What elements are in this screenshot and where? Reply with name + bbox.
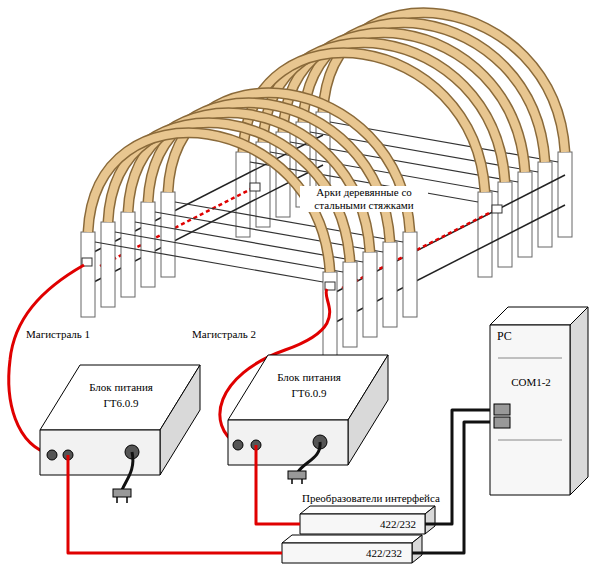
interface-converter — [300, 506, 435, 534]
power-block — [40, 365, 200, 503]
arch-leg — [343, 262, 357, 347]
pc-front — [490, 325, 570, 495]
box-label: 422/232 — [330, 517, 416, 531]
box-label: PC — [497, 329, 537, 343]
arch-leg — [518, 172, 532, 257]
box-label: ГТ6.0.9 — [80, 396, 162, 410]
arch-leg — [478, 192, 492, 277]
converter-side — [412, 535, 422, 563]
pc-box: PC COM1-2 — [490, 325, 570, 495]
sensor-box — [492, 205, 502, 213]
arch-leg — [141, 202, 155, 287]
arch-leg — [538, 162, 552, 247]
front-arches — [81, 93, 417, 357]
steel-tie — [95, 242, 323, 282]
block-front — [228, 420, 348, 465]
line-label: Магистраль 2 — [190, 328, 258, 341]
arch-leg — [161, 192, 175, 277]
box-label: 422/232 — [312, 546, 402, 560]
arch-leg — [498, 182, 512, 267]
block-side — [160, 365, 200, 475]
cable-connector — [412, 422, 490, 553]
box-label: Блок питания — [268, 370, 350, 384]
connector-socket — [233, 440, 243, 450]
arch-leg — [363, 252, 377, 337]
com-port — [494, 417, 510, 428]
block-side — [348, 355, 388, 465]
power-plug — [113, 489, 131, 497]
pc-side — [570, 307, 588, 495]
power-block: Блок питанияГТ6.0.9 — [40, 365, 200, 475]
part-label: Арки деревянные со стальными стяжками — [300, 186, 428, 212]
interface-converter — [282, 535, 422, 563]
block-front — [40, 430, 160, 475]
line-label: Магистраль 1 — [24, 328, 92, 341]
sensor-box — [250, 183, 260, 191]
interface-converter: 422/232 — [300, 514, 425, 534]
power-plug — [288, 471, 306, 479]
converter-front — [282, 543, 412, 563]
box-label: Блок питания — [80, 380, 162, 394]
plug-pin — [291, 479, 293, 484]
cable-connector — [68, 475, 282, 553]
box-label: ГТ6.0.9 — [268, 386, 350, 400]
converter-front — [300, 514, 425, 534]
power-cable — [298, 442, 320, 472]
cable-connector — [425, 410, 490, 524]
arch-leg — [81, 232, 95, 317]
power-block: Блок питанияГТ6.0.9 — [228, 355, 388, 465]
connector-socket — [47, 450, 57, 460]
power-cable — [122, 452, 133, 490]
wire-stub — [67, 455, 70, 475]
arch-outline — [88, 133, 330, 272]
pc-tower — [490, 307, 588, 495]
plug-pin — [116, 497, 118, 503]
wooden-arch — [88, 133, 330, 272]
converter-top — [282, 535, 422, 543]
arch-leg — [558, 152, 572, 237]
box-label: COM1-2 — [500, 375, 562, 389]
drive-bay — [498, 440, 562, 441]
arch-leg — [403, 232, 417, 317]
group-label: Преобразователи интерфейса — [300, 492, 442, 505]
drive-bay — [498, 358, 562, 359]
com-port — [494, 404, 510, 415]
converter-top — [300, 506, 435, 514]
converter-side — [425, 506, 435, 534]
plug-pin — [301, 479, 303, 484]
arch-leg — [121, 212, 135, 297]
arch-leg — [383, 242, 397, 327]
interface-converter: 422/232 — [282, 543, 412, 563]
plug-pin — [126, 497, 128, 503]
power-block — [228, 355, 388, 484]
cable-connector — [256, 465, 300, 524]
wire-stub — [255, 445, 258, 465]
arch-leg — [101, 222, 115, 307]
